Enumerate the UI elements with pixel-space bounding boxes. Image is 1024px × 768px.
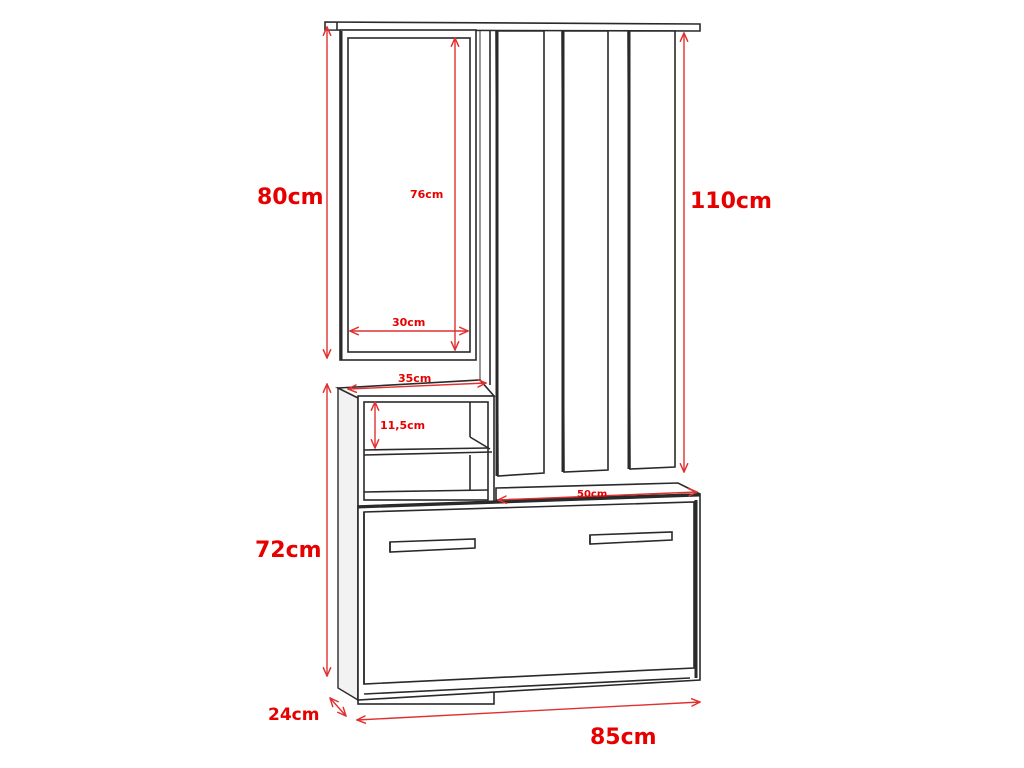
dim-line-35cm <box>348 383 486 389</box>
dim-line-85cm <box>357 702 700 720</box>
label-coat-panel-height: 110cm <box>690 189 772 214</box>
label-lower-height: 72cm <box>255 538 322 563</box>
label-shelf-spacing: 11,5cm <box>380 419 425 432</box>
drawer-handle-left <box>389 538 476 553</box>
shoe-cabinet <box>357 493 701 701</box>
back-panel <box>479 31 491 385</box>
label-mirror-glass-height: 76cm <box>410 188 443 201</box>
label-cabinet-top-width: 50cm <box>577 489 607 500</box>
drawer-handle-right <box>589 531 673 545</box>
dimension-lines <box>327 27 700 720</box>
coat-panels <box>495 30 676 477</box>
dim-line-24cm <box>330 698 346 716</box>
label-depth: 24cm <box>268 705 319 725</box>
label-total-width: 85cm <box>590 725 657 750</box>
label-shelf-unit-width: 35cm <box>398 372 431 385</box>
dim-line-50cm <box>498 492 697 500</box>
label-mirror-frame-height: 80cm <box>257 185 324 210</box>
label-mirror-glass-width: 30cm <box>392 316 425 329</box>
